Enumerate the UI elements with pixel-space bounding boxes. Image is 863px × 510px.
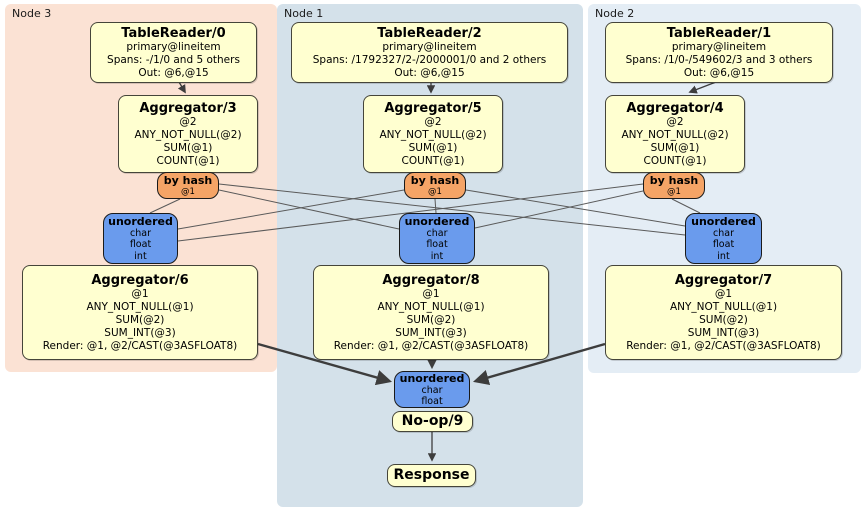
region-node-1-label: Node 1 (284, 7, 324, 20)
processor-detail: ANY_NOT_NULL(@1) (669, 300, 778, 313)
processor-detail: Spans: /1792327/2-/2000001/0 and 2 other… (312, 53, 547, 66)
router-columns: @1 (428, 186, 442, 197)
processor-tablereader-2: TableReader/2 primary@lineitem Spans: /1… (291, 22, 568, 83)
sync-type: char (713, 227, 734, 239)
sync-type: float (712, 239, 735, 251)
processor-detail: primary@lineitem (126, 40, 221, 53)
processor-detail: ANY_NOT_NULL(@2) (134, 128, 242, 141)
router-by-hash-node3: by hash @1 (157, 172, 219, 199)
processor-tablereader-0: TableReader/0 primary@lineitem Spans: -/… (90, 22, 257, 83)
sync-type: char (130, 227, 151, 239)
processor-title: Response (393, 467, 470, 483)
processor-detail: SUM_INT(@3) (395, 326, 467, 339)
sync-unordered-node2: unordered char float int (685, 213, 762, 264)
processor-detail: Out: @6,@15 (138, 66, 209, 79)
region-node-3-label: Node 3 (12, 7, 52, 20)
processor-detail: ANY_NOT_NULL(@1) (86, 300, 194, 313)
processor-detail: primary@lineitem (382, 40, 477, 53)
processor-title: Aggregator/3 (139, 100, 237, 116)
sync-type: float (421, 396, 443, 407)
processor-detail: SUM(@1) (408, 141, 458, 154)
processor-title: TableReader/1 (666, 25, 772, 41)
router-columns: @1 (181, 186, 195, 197)
processor-detail: SUM(@1) (650, 141, 700, 154)
processor-detail: Render: @1, @2/CAST(@3ASFLOAT8) (626, 339, 821, 352)
sync-unordered-node3: unordered char float int (103, 213, 178, 264)
processor-detail: SUM(@1) (163, 141, 213, 154)
processor-title: Aggregator/8 (382, 272, 480, 288)
router-title: by hash (163, 173, 213, 187)
sync-type: int (430, 250, 444, 262)
processor-detail: Out: @6,@15 (683, 66, 755, 79)
processor-title: Aggregator/4 (626, 100, 724, 116)
sync-type: float (426, 239, 448, 251)
sync-type: int (134, 250, 147, 262)
sync-type: float (129, 239, 152, 251)
processor-detail: SUM_INT(@3) (104, 326, 176, 339)
processor-detail: SUM(@2) (406, 313, 456, 326)
processor-detail: @1 (714, 287, 733, 300)
router-by-hash-node2: by hash @1 (643, 172, 705, 199)
sync-title: unordered (399, 371, 465, 385)
processor-title: Aggregator/5 (384, 100, 482, 116)
router-columns: @1 (667, 186, 681, 197)
processor-detail: @1 (131, 287, 149, 300)
processor-detail: COUNT(@1) (643, 154, 707, 167)
processor-detail: primary@lineitem (671, 40, 767, 53)
processor-detail: COUNT(@1) (156, 154, 220, 167)
processor-detail: Render: @1, @2/CAST(@3ASFLOAT8) (333, 339, 529, 352)
processor-detail: Out: @6,@15 (394, 66, 465, 79)
processor-aggregator-8: Aggregator/8 @1 ANY_NOT_NULL(@1) SUM(@2)… (313, 265, 549, 360)
sync-title: unordered (108, 214, 173, 228)
processor-aggregator-5: Aggregator/5 @2 ANY_NOT_NULL(@2) SUM(@1)… (363, 95, 503, 173)
sync-type: char (426, 227, 448, 239)
processor-aggregator-7: Aggregator/7 @1 ANY_NOT_NULL(@1) SUM(@2)… (605, 265, 842, 360)
sync-title: unordered (404, 214, 470, 228)
processor-detail: ANY_NOT_NULL(@2) (379, 128, 487, 141)
router-title: by hash (649, 173, 699, 187)
processor-detail: Render: @1, @2/CAST(@3ASFLOAT8) (42, 339, 238, 352)
processor-detail: Spans: /1/0-/549602/3 and 3 others (625, 53, 813, 66)
processor-title: Aggregator/6 (91, 272, 189, 288)
router-by-hash-node1: by hash @1 (404, 172, 466, 199)
processor-title: TableReader/2 (377, 25, 482, 41)
processor-title: TableReader/0 (121, 25, 226, 41)
processor-detail: @1 (422, 287, 440, 300)
processor-detail: @2 (424, 115, 442, 128)
processor-detail: @2 (666, 115, 684, 128)
sync-unordered-final: unordered char float (394, 371, 470, 408)
sync-unordered-node1: unordered char float int (399, 213, 475, 264)
sync-title: unordered (691, 214, 756, 228)
processor-noop-9: No-op/9 (392, 411, 473, 432)
response-node: Response (387, 464, 476, 487)
processor-detail: SUM_INT(@3) (687, 326, 760, 339)
processor-detail: SUM(@2) (699, 313, 748, 326)
sync-type: char (421, 384, 443, 396)
sync-type: int (717, 250, 730, 262)
processor-detail: SUM(@2) (115, 313, 165, 326)
region-node-2-label: Node 2 (595, 7, 635, 20)
processor-detail: Spans: -/1/0 and 5 others (107, 53, 240, 66)
processor-title: No-op/9 (401, 413, 464, 429)
processor-detail: ANY_NOT_NULL(@2) (621, 128, 729, 141)
processor-tablereader-1: TableReader/1 primary@lineitem Spans: /1… (605, 22, 833, 83)
processor-aggregator-6: Aggregator/6 @1 ANY_NOT_NULL(@1) SUM(@2)… (22, 265, 258, 360)
processor-title: Aggregator/7 (674, 272, 773, 288)
processor-aggregator-3: Aggregator/3 @2 ANY_NOT_NULL(@2) SUM(@1)… (118, 95, 258, 173)
processor-detail: ANY_NOT_NULL(@1) (377, 300, 485, 313)
router-title: by hash (410, 173, 460, 187)
processor-detail: COUNT(@1) (401, 154, 465, 167)
processor-aggregator-4: Aggregator/4 @2 ANY_NOT_NULL(@2) SUM(@1)… (605, 95, 745, 173)
processor-detail: @2 (179, 115, 197, 128)
